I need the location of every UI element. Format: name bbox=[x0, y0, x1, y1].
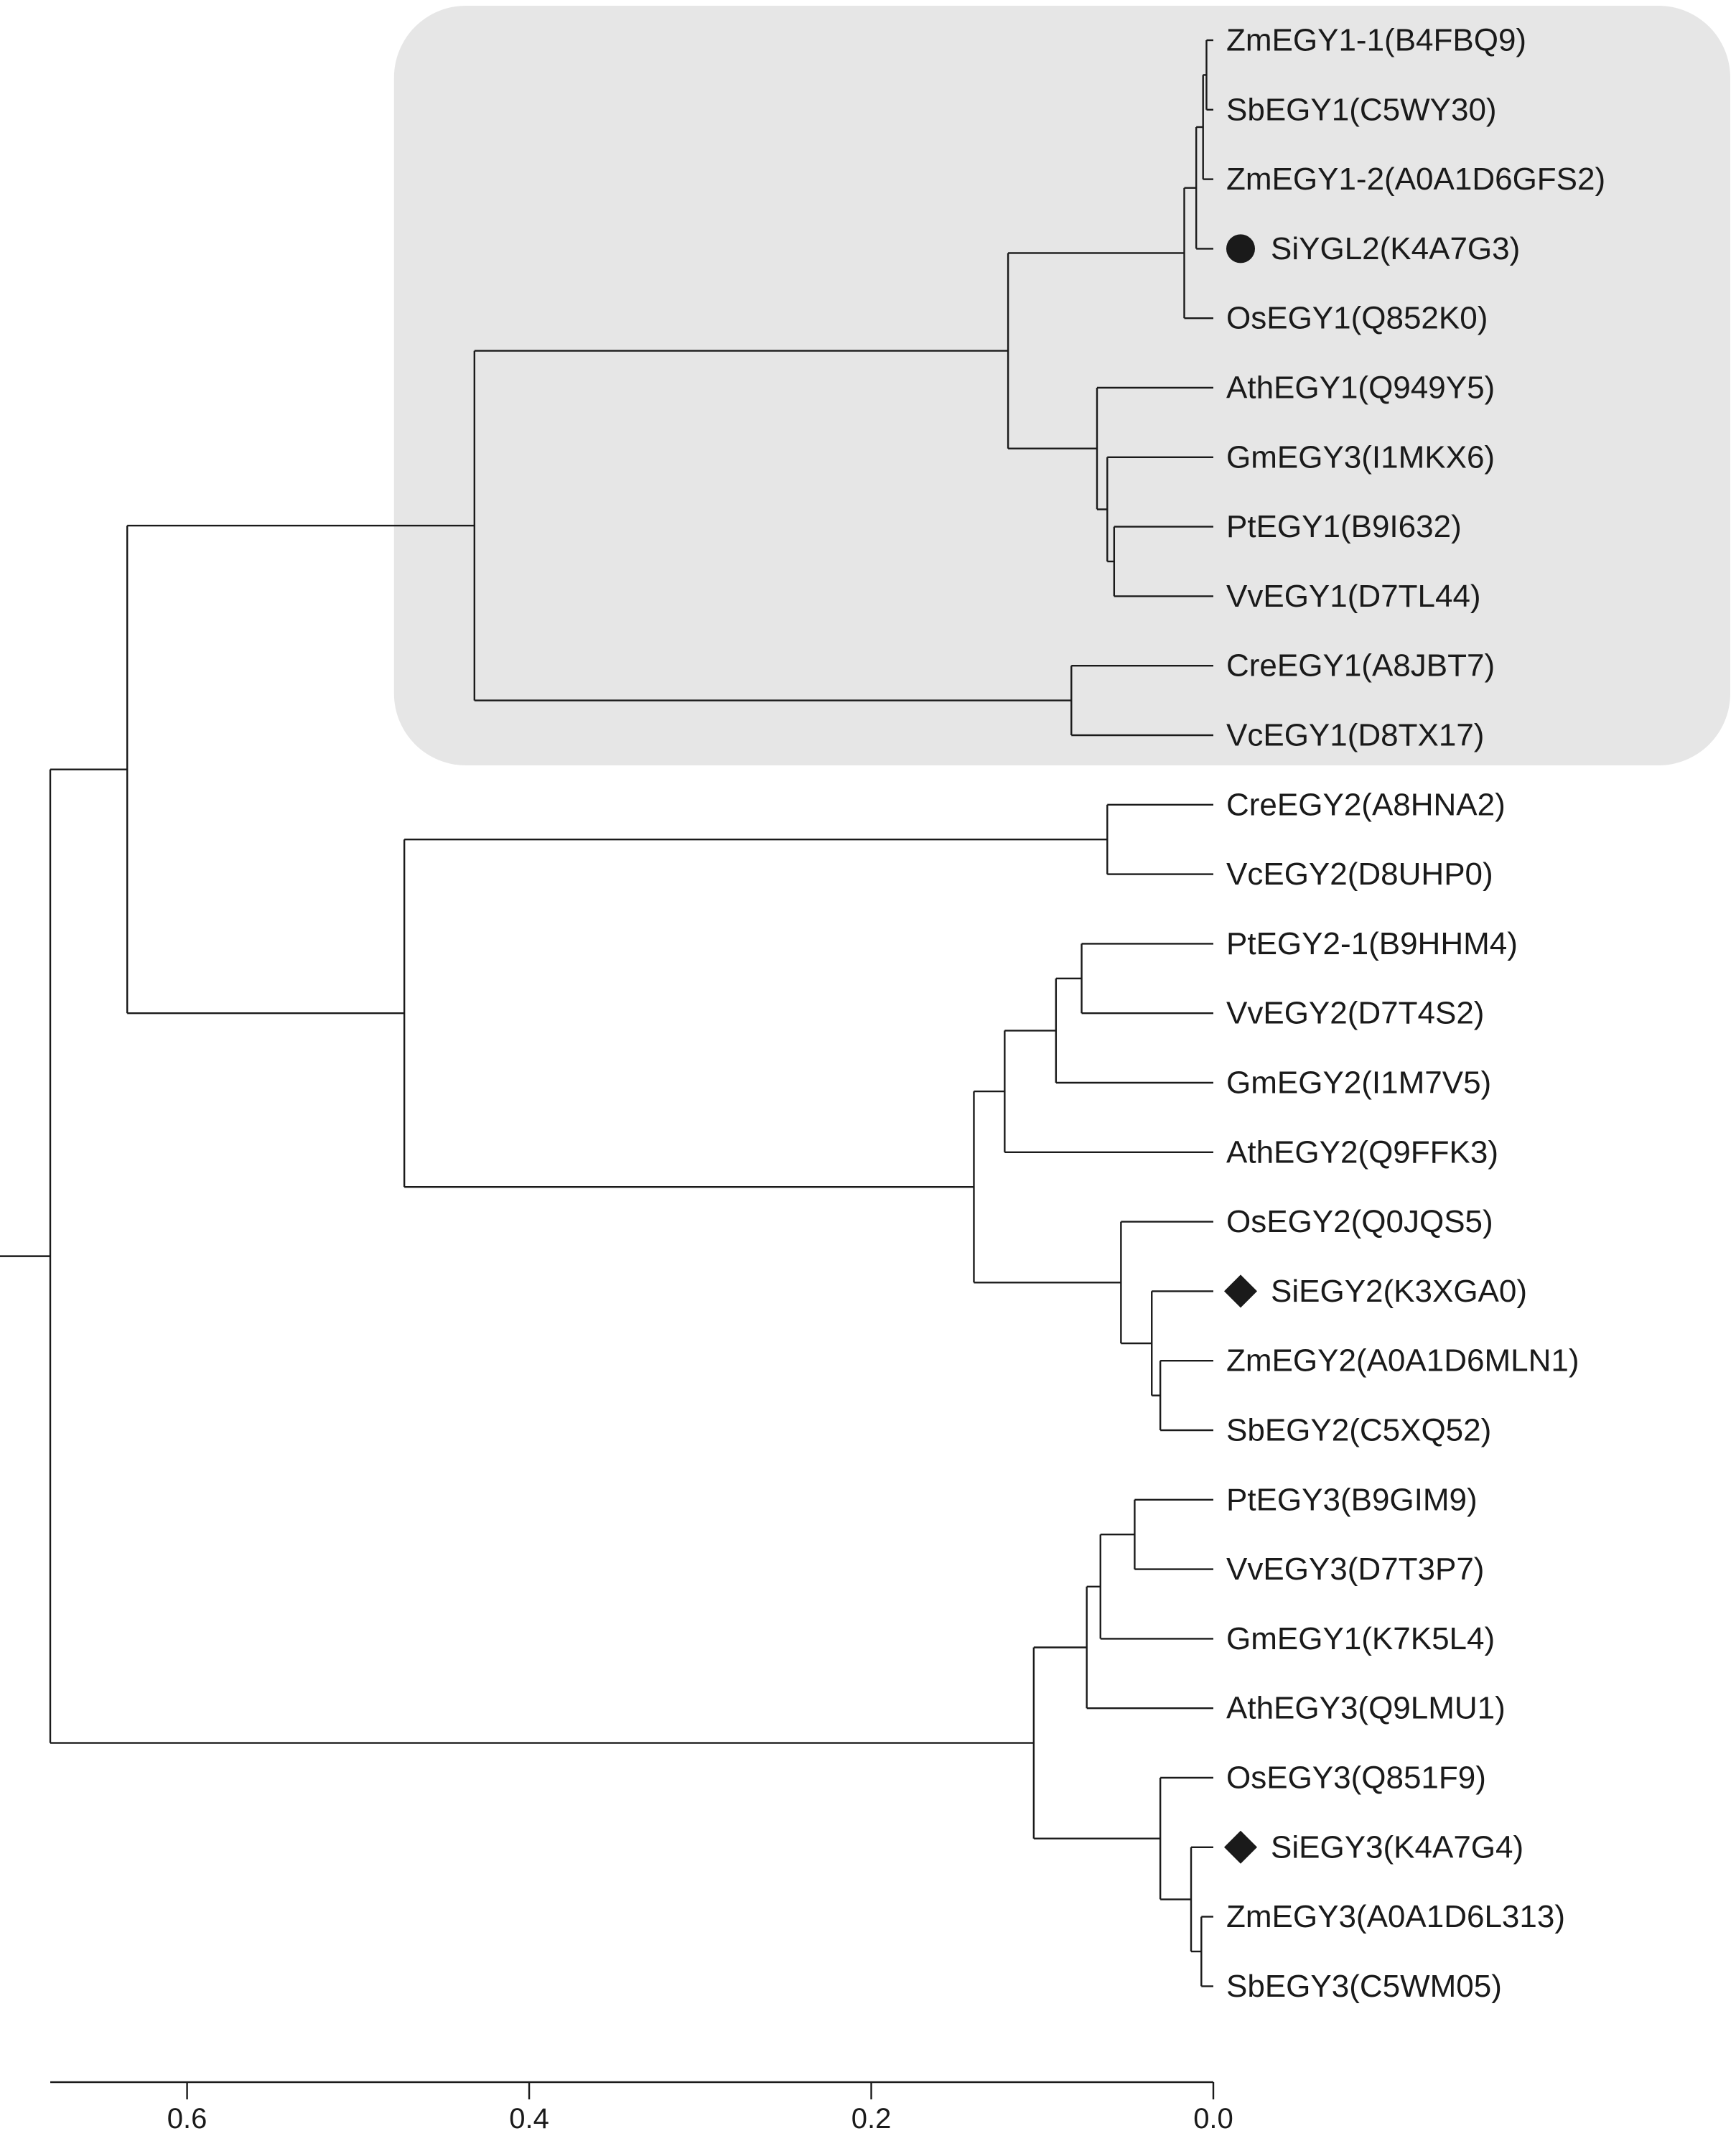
tick-label: 0.6 bbox=[167, 2103, 207, 2135]
leaf-label: PtEGY1(B9I632) bbox=[1226, 509, 1462, 544]
leaf-label: VvEGY1(D7TL44) bbox=[1226, 579, 1481, 614]
leaf-labels: ZmEGY1-1(B4FBQ9) SbEGY1(C5WY30) ZmEGY1-2(A… bbox=[1226, 23, 1605, 2004]
diamond-marker-icon bbox=[1224, 1830, 1257, 1864]
leaf-label: CreEGY2(A8HNA2) bbox=[1226, 787, 1506, 822]
leaf-label: AthEGY3(Q9LMU1) bbox=[1226, 1691, 1506, 1726]
leaf-label: SbEGY1(C5WY30) bbox=[1226, 92, 1497, 127]
leaf-label: SbEGY2(C5XQ52) bbox=[1226, 1413, 1491, 1448]
leaf-label: PtEGY3(B9GIM9) bbox=[1226, 1482, 1478, 1517]
leaf-label: GmEGY3(I1MKX6) bbox=[1226, 439, 1495, 475]
leaf-label: ZmEGY2(A0A1D6MLN1) bbox=[1226, 1343, 1579, 1379]
leaf-label: OsEGY3(Q851F9) bbox=[1226, 1760, 1486, 1796]
leaf-label: SiYGL2(K4A7G3) bbox=[1271, 231, 1520, 266]
circle-marker-icon bbox=[1226, 234, 1255, 263]
tick-label: 0.4 bbox=[509, 2103, 549, 2135]
leaf-label: GmEGY2(I1M7V5) bbox=[1226, 1065, 1491, 1101]
scale-axis: 0.6 0.4 0.2 0.0 bbox=[50, 2081, 1233, 2135]
leaf-label: AthEGY2(Q9FFK3) bbox=[1226, 1134, 1498, 1170]
leaf-label: ZmEGY1-2(A0A1D6GFS2) bbox=[1226, 162, 1605, 197]
leaf-label: SiEGY3(K4A7G4) bbox=[1271, 1829, 1523, 1865]
leaf-label: OsEGY1(Q852K0) bbox=[1226, 301, 1488, 336]
leaf-label: CreEGY1(A8JBT7) bbox=[1226, 648, 1495, 684]
leaf-label: GmEGY1(K7K5L4) bbox=[1226, 1621, 1495, 1656]
diamond-marker-icon bbox=[1224, 1274, 1257, 1308]
leaf-label: SiEGY2(K3XGA0) bbox=[1271, 1274, 1527, 1309]
leaf-markers bbox=[1224, 234, 1257, 1864]
leaf-label: VvEGY3(D7T3P7) bbox=[1226, 1552, 1484, 1587]
leaf-label: OsEGY2(Q0JQS5) bbox=[1226, 1204, 1493, 1239]
leaf-label: PtEGY2-1(B9HHM4) bbox=[1226, 926, 1518, 961]
leaf-label: VcEGY1(D8TX17) bbox=[1226, 718, 1484, 753]
egy1-clade-highlight bbox=[393, 6, 1731, 765]
leaf-label: ZmEGY3(A0A1D6L313) bbox=[1226, 1899, 1565, 1934]
leaf-label: VvEGY2(D7T4S2) bbox=[1226, 996, 1484, 1031]
leaf-label: AthEGY1(Q949Y5) bbox=[1226, 370, 1495, 406]
tick-label: 0.2 bbox=[851, 2103, 892, 2135]
tick-label: 0.0 bbox=[1193, 2103, 1233, 2135]
tree-branches bbox=[0, 39, 1213, 1987]
leaf-label: ZmEGY1-1(B4FBQ9) bbox=[1226, 23, 1526, 58]
leaf-label: SbEGY3(C5WM05) bbox=[1226, 1969, 1502, 2004]
leaf-label: VcEGY2(D8UHP0) bbox=[1226, 857, 1493, 892]
